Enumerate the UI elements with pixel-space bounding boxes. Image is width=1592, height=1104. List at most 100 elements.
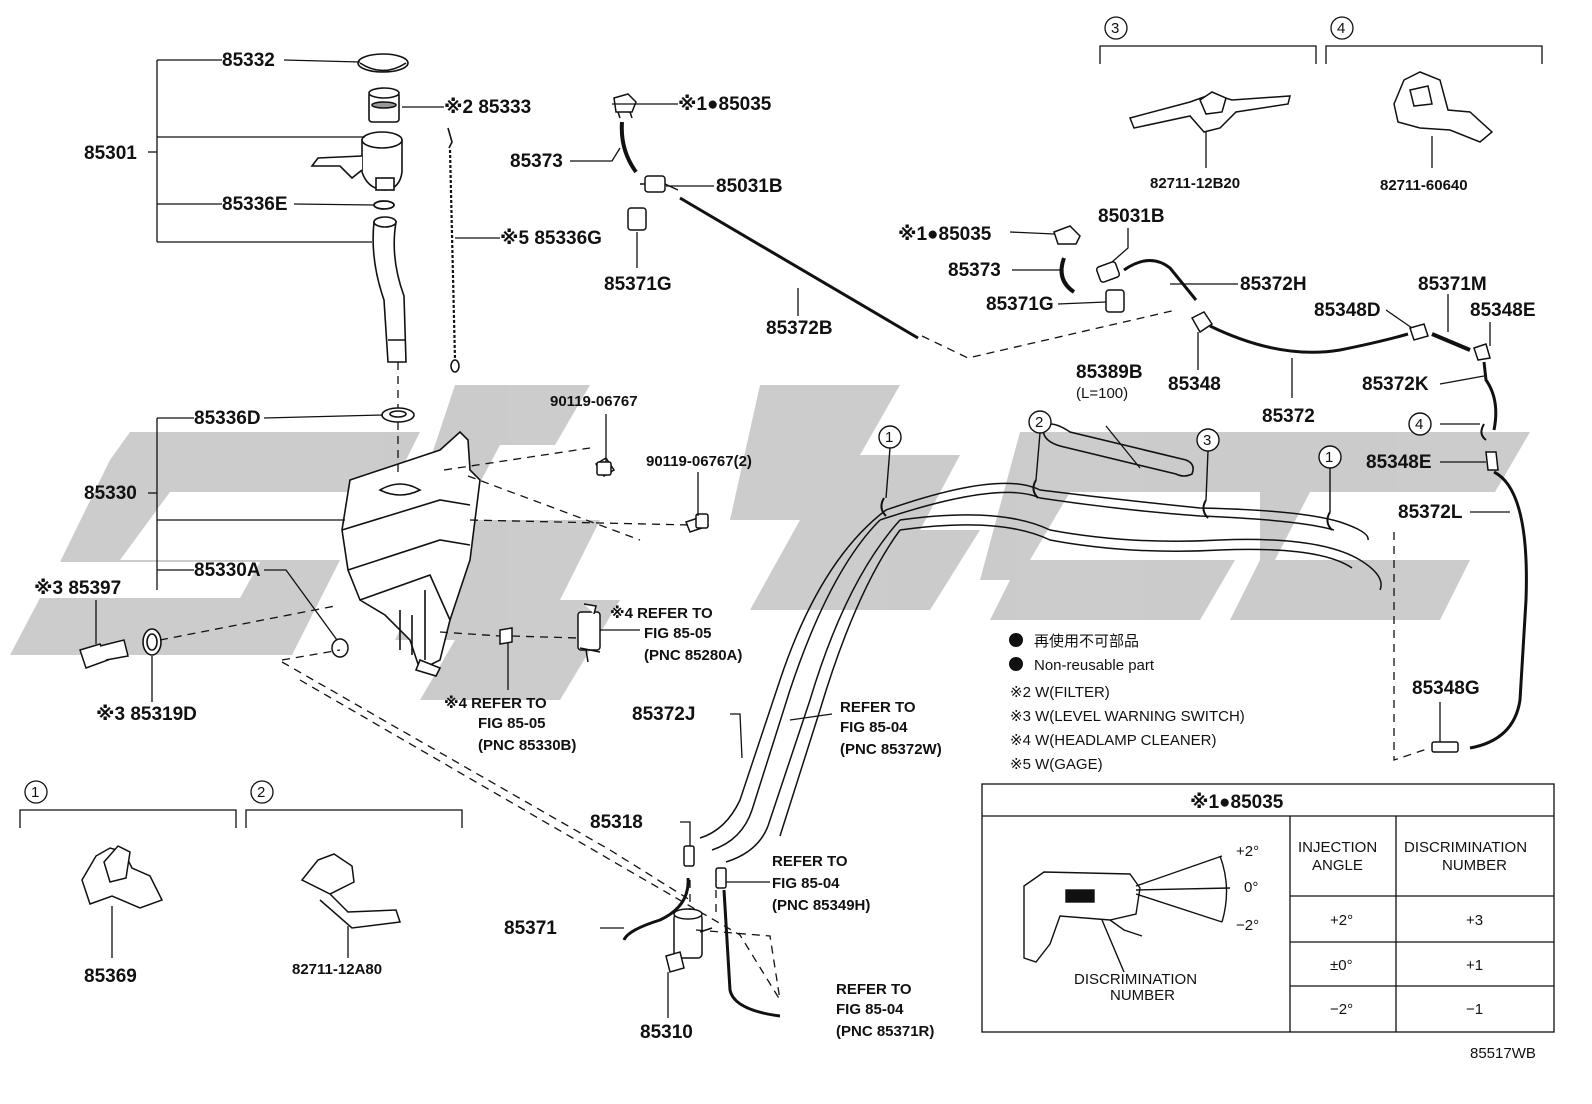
label-85348E-b: 85348E [1366,452,1432,473]
grommet-85319D [142,628,162,656]
label-85372J: 85372J [632,704,695,725]
headlamp-pump [577,603,601,663]
clip-82711-60640 [1393,71,1494,143]
joint-85348 [1190,311,1214,334]
label-85348E-a: 85348E [1470,300,1536,321]
washer-tank-85330 [341,430,481,677]
row1-angle: +2° [1330,912,1353,929]
check-valve-85031B-a [640,175,679,193]
label-90119-a: 90119-06767 [550,393,638,410]
grommet-85330A [331,638,349,658]
refer-3-line3: (PNC 85372W) [840,741,942,758]
hose-85373-b [1059,257,1076,294]
label-85336D: 85336D [194,408,261,429]
diagram-code: 85517WB [1470,1045,1536,1062]
col-injection-2: ANGLE [1312,857,1363,874]
label-85333: ※2 85333 [444,97,531,118]
row2-angle: ±0° [1330,957,1353,974]
filler-pipe [372,216,407,363]
detail-leaders [111,132,1433,958]
filler-neck-85301 [310,131,403,191]
label-85372H: 85372H [1240,274,1307,295]
label-85372L: 85372L [1398,502,1463,523]
legend-w3: ※3 W(LEVEL WARNING SWITCH) [1010,708,1245,725]
bolt-90119-b [685,513,709,533]
refer-4-line3: (PNC 85349H) [772,897,870,914]
refer-1-line2: FIG 85-05 [644,625,712,642]
bubble-2: 2 [1035,414,1043,431]
row3-number: −1 [1466,1001,1483,1018]
joint-85348E-b [1485,451,1499,471]
clamps [880,423,1487,531]
refer-1-line1: ※4 REFER TO [610,604,713,622]
hose-85371G-b [1105,289,1125,313]
hose-85372K [1482,361,1498,431]
label-85310: 85310 [640,1022,693,1043]
main-hose-85372J [699,482,1382,863]
filler-cap-85332 [357,53,409,73]
refer-3-line1: REFER TO [840,699,916,716]
clip-82711-12B20 [1128,91,1291,133]
level-switch-85397 [79,639,129,669]
detail-4-bubble: 4 [1337,20,1345,37]
clip-82711-12A80 [300,853,402,929]
check-valve-85031B-b [1095,261,1121,283]
hose-85372B [679,196,919,340]
label-85319D: ※3 85319D [96,704,197,725]
legend-jp: 再使用不可部品 [1034,633,1139,650]
refer-5-line1: REFER TO [836,981,912,998]
hose-85389B [1042,423,1194,477]
angle-plus-label: +2° [1236,843,1259,860]
refer-1-line3: (PNC 85280A) [644,647,742,664]
disc-label-1: DISCRIMINATION [1074,971,1197,988]
label-85330: 85330 [84,483,137,504]
label-85373-b: 85373 [948,260,1001,281]
table-title: ※1●85035 [1190,792,1284,813]
label-85373-a: 85373 [510,151,563,172]
row2-number: +1 [1466,957,1483,974]
legend-dot-2 [1009,657,1023,671]
label-85389B: 85389B [1076,362,1143,383]
label-85348G: 85348G [1412,678,1480,699]
part-labels: 85332 ※2 85333 85301 85336E ※5 85336G 85… [34,50,1536,1043]
level-gage-85336G [447,127,460,373]
leaders-right [570,103,1510,1018]
label-90119-b: 90119-06767(2) [646,453,752,470]
refer-5-line3: (PNC 85371R) [836,1023,934,1040]
label-85031B-a: 85031B [716,176,783,197]
detail-3-bubble: 3 [1111,20,1119,37]
legend-w5: ※5 W(GAGE) [1010,756,1103,773]
filter-85333 [368,87,400,123]
col-disc-2: NUMBER [1442,857,1507,874]
nozzle-85035-a [613,93,637,119]
hose-85372 [1209,324,1409,354]
joint-85348D [1409,323,1429,341]
nozzle-85035-b [1053,225,1081,245]
label-85369: 85369 [84,966,137,987]
label-85348D: 85348D [1314,300,1381,321]
label-85372K: 85372K [1362,374,1429,395]
label-85318: 85318 [590,812,643,833]
discrimination-table [981,783,1555,1033]
hose-85372L [1469,470,1528,750]
label-85336G: ※5 85336G [500,228,602,249]
label-85389B-length: (L=100) [1076,385,1128,402]
legend-w2: ※2 W(FILTER) [1010,684,1110,701]
bubble-1b: 1 [1325,449,1333,466]
detail-1-bubble: 1 [31,784,39,801]
dashed-lines-left [159,362,781,1001]
row3-angle: −2° [1330,1001,1353,1018]
hose-85371 [622,877,781,1018]
label-85035-b: ※1●85035 [898,224,992,245]
hose-85371G-a [627,207,647,231]
bolt-90119-a [594,456,616,478]
grommet-85330B [499,627,513,645]
bubble-4: 4 [1415,416,1423,433]
label-85371M: 85371M [1418,274,1487,295]
label-85372: 85372 [1262,406,1315,427]
clip-85369 [81,845,164,909]
callout-bubbles [878,410,1432,512]
hose-85371M [1431,332,1471,352]
